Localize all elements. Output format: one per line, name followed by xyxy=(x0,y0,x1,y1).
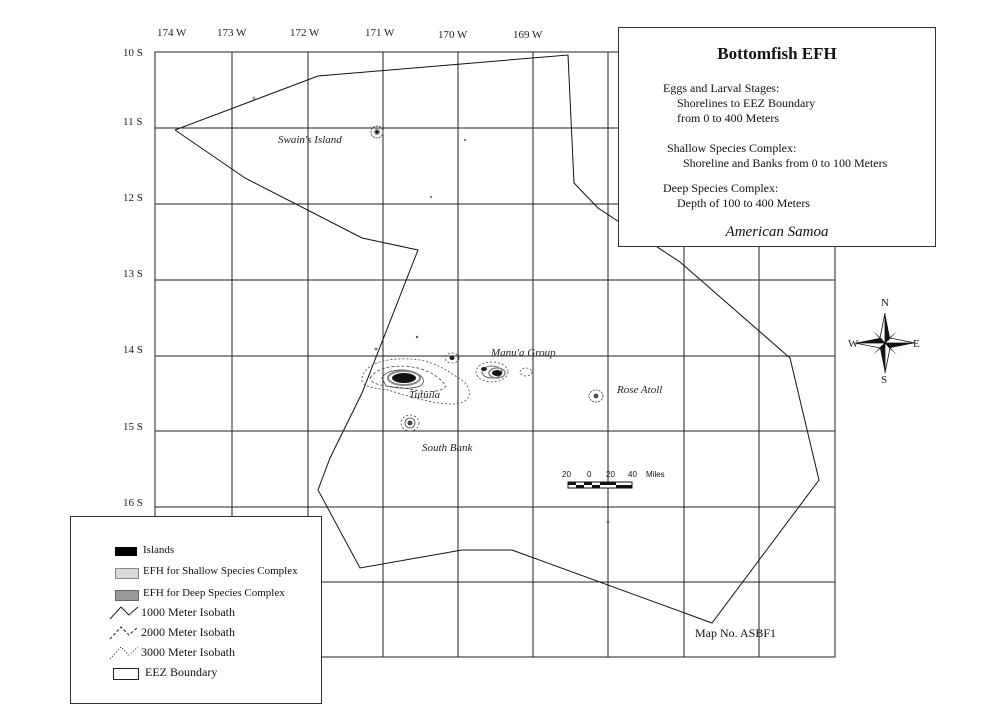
seamount-dot xyxy=(464,139,466,141)
seamount-dot xyxy=(430,196,432,198)
lat-label: 15 S xyxy=(123,421,143,433)
legend-text-line: Depth of 100 to 400 Meters xyxy=(677,196,810,210)
lon-label: 173 W xyxy=(217,27,247,39)
tutuila-label: Tutuila xyxy=(409,389,441,401)
map-title: Bottomfish EFH xyxy=(717,44,837,63)
legend-text-line: Eggs and Larval Stages: xyxy=(663,81,780,95)
compass-west-label: W xyxy=(848,338,859,350)
legend-text-line: Shorelines to EEZ Boundary xyxy=(677,96,816,110)
compass-east-label: E xyxy=(913,338,920,350)
map-number: Map No. ASBF1 xyxy=(695,626,777,640)
scale-unit: Miles xyxy=(646,470,665,479)
scale-label: 0 xyxy=(587,470,592,479)
title-box: Bottomfish EFH Eggs and Larval Stages: S… xyxy=(618,27,936,247)
legend-item-label: EEZ Boundary xyxy=(145,665,218,679)
scale-bar: 20 0 20 40 Miles xyxy=(562,470,665,489)
eez-swatch xyxy=(113,668,139,680)
eez-boundary xyxy=(174,54,820,624)
legend-text-line: Shoreline and Banks from 0 to 100 Meters xyxy=(683,156,888,170)
lat-label: 11 S xyxy=(123,116,142,128)
south-bank-label: South Bank xyxy=(422,442,474,454)
lon-label: 171 W xyxy=(365,27,395,39)
legend: Islands EFH for Shallow Species Complex … xyxy=(70,516,322,704)
swains-island-label: Swain's Island xyxy=(278,134,342,146)
isobath-3000-icon xyxy=(109,646,139,660)
region-name: American Samoa xyxy=(725,224,829,240)
lat-label: 14 S xyxy=(123,344,143,356)
scale-label: 20 xyxy=(606,470,615,479)
legend-item-label: 2000 Meter Isobath xyxy=(141,625,235,639)
scale-label: 20 xyxy=(562,470,571,479)
islands-swatch xyxy=(115,547,137,556)
seamount-dot xyxy=(252,96,256,100)
isobath-2000-icon xyxy=(109,626,139,640)
legend-text-line: from 0 to 400 Meters xyxy=(677,111,779,125)
legend-item-label: 1000 Meter Isobath xyxy=(141,605,235,619)
manua-group-label: Manu'a Group xyxy=(490,347,556,359)
longitude-labels: 174 W 173 W 172 W 171 W 170 W 169 W xyxy=(157,27,543,41)
legend-item-label: Islands xyxy=(143,544,175,556)
compass-south-label: S xyxy=(881,374,887,386)
rose-atoll-label: Rose Atoll xyxy=(616,384,662,396)
lon-label: 170 W xyxy=(438,29,468,41)
lat-label: 16 S xyxy=(123,497,143,509)
compass-rose-icon xyxy=(854,312,916,374)
map-frame xyxy=(154,51,836,658)
islands xyxy=(387,356,610,524)
latitude-labels: 10 S 11 S 12 S 13 S 14 S 15 S 16 S xyxy=(123,47,143,509)
legend-item-label: 3000 Meter Isobath xyxy=(141,645,235,659)
compass-north-label: N xyxy=(881,297,889,309)
lon-label: 174 W xyxy=(157,27,187,39)
isobath-1000-icon xyxy=(109,606,139,620)
legend-item-label: EFH for Shallow Species Complex xyxy=(143,565,298,577)
legend-text-line: Deep Species Complex: xyxy=(663,181,779,195)
lon-label: 172 W xyxy=(290,27,320,39)
scale-label: 40 xyxy=(628,470,637,479)
isobath-contours xyxy=(361,347,604,432)
seamount-dot xyxy=(415,335,419,339)
lat-label: 12 S xyxy=(123,192,143,204)
lat-label: 10 S xyxy=(123,47,143,59)
deep-swatch xyxy=(115,590,139,601)
legend-item-label: EFH for Deep Species Complex xyxy=(143,587,285,599)
legend-text-line: Shallow Species Complex: xyxy=(667,141,797,155)
lat-label: 13 S xyxy=(123,268,143,280)
shallow-swatch xyxy=(115,568,139,579)
swains-island-feature xyxy=(370,125,384,139)
lon-label: 169 W xyxy=(513,29,543,41)
